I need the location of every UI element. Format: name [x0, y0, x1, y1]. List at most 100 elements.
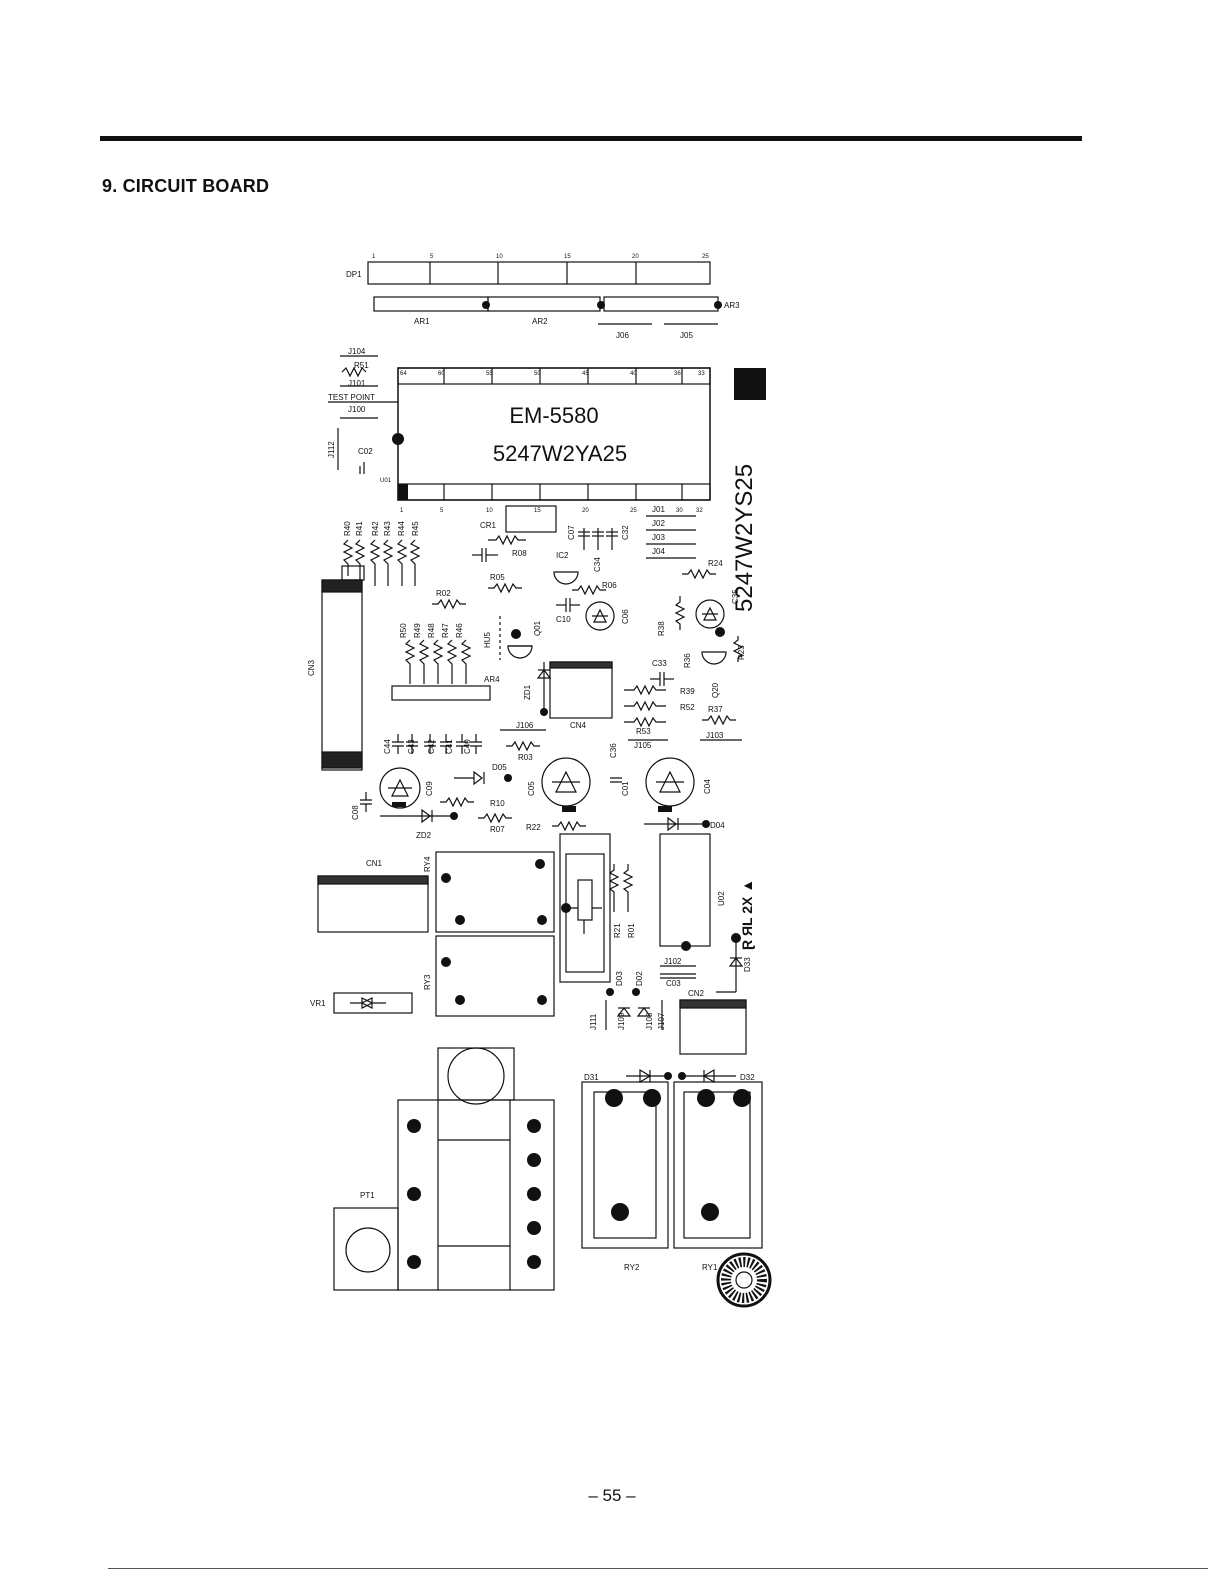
u01-label: U01 — [380, 478, 392, 484]
chip-pin-label: 45 — [582, 371, 589, 377]
r08-label: R08 — [512, 549, 527, 558]
r45-label: R45 — [411, 521, 420, 536]
header-rule — [100, 136, 1082, 141]
r40-label: R40 — [343, 521, 352, 536]
cn3-label: CN3 — [307, 659, 316, 676]
c42-label: C42 — [427, 739, 436, 754]
c01-label: C01 — [621, 781, 630, 796]
j105-label: J105 — [634, 741, 652, 750]
q20-label: Q20 — [711, 682, 720, 698]
c32-label: C32 — [621, 525, 630, 540]
r36-label: R36 — [683, 653, 692, 668]
j111-label: J111 — [589, 1013, 598, 1030]
board-code: 5247W2YS25 — [731, 464, 758, 612]
r01-label: R01 — [627, 923, 636, 938]
r44-label: R44 — [397, 521, 406, 536]
cn4-label: CN4 — [570, 721, 587, 730]
j03-label: J03 — [652, 533, 665, 542]
ar2-label: AR2 — [532, 317, 548, 326]
c09-label: C09 — [425, 781, 434, 796]
test-point-label: TEST POINT — [328, 393, 375, 402]
r50-label: R50 — [399, 623, 408, 638]
cr1-label: CR1 — [480, 521, 497, 530]
resistor-bank-r40-r45 — [342, 539, 421, 586]
chip-pin-label: 15 — [534, 508, 541, 514]
ry2-label: RY2 — [624, 1263, 640, 1272]
r48-label: R48 — [427, 623, 436, 638]
chip-pin-label: 25 — [630, 508, 637, 514]
j05-label: J05 — [680, 331, 693, 340]
ar3-label: AR3 — [724, 301, 740, 310]
chip-pin-dividers — [443, 368, 683, 500]
r38-label: R38 — [657, 621, 666, 636]
resistor-arrays — [373, 296, 719, 312]
c07-label: C07 — [567, 525, 576, 540]
c33-label: C33 — [652, 659, 667, 668]
r53-label: R53 — [636, 727, 651, 736]
dp1-pin-label: 1 — [372, 254, 376, 260]
section-heading: 9. CIRCUIT BOARD — [102, 176, 270, 196]
ar1-label: AR1 — [414, 317, 430, 326]
chip-pin-label: 10 — [486, 508, 493, 514]
j103-label: J103 — [706, 731, 724, 740]
d33-label: D33 — [743, 957, 752, 972]
dp1-pin-label: 20 — [632, 254, 639, 260]
chip-pin-label: 33 — [698, 371, 705, 377]
c40-label: C40 — [463, 739, 472, 754]
chip-code: 5247W2YA25 — [493, 441, 627, 466]
chip-pin-label: 20 — [582, 508, 589, 514]
c05-label: C05 — [527, 781, 536, 796]
chip-pin-label: 1 — [400, 508, 404, 514]
c36-label: C36 — [609, 743, 618, 758]
chip-pin-label: 40 — [630, 371, 637, 377]
zd2-label: ZD2 — [416, 831, 432, 840]
c03-label: C03 — [666, 979, 681, 988]
r47-label: R47 — [441, 623, 450, 638]
c44-label: C44 — [383, 739, 392, 754]
chip-pin-label: 36 — [674, 371, 681, 377]
page-number: – 55 – — [588, 1486, 636, 1505]
r46-label: R46 — [455, 623, 464, 638]
footer-rule — [108, 1568, 1208, 1569]
resistor-bank-r46-r50 — [404, 639, 472, 684]
c35-label: C35 — [731, 589, 740, 604]
d31-label: D31 — [584, 1073, 599, 1082]
r49-label: R49 — [413, 623, 422, 638]
c34-label: C34 — [593, 557, 602, 572]
r42-label: R42 — [371, 521, 380, 536]
u02-label: U02 — [717, 891, 726, 906]
cn3-connector — [321, 565, 365, 771]
chip-pin-label: 60 — [438, 371, 445, 377]
pt1-label: PT1 — [360, 1191, 375, 1200]
r23-label: R23 — [737, 645, 746, 660]
j102-label: J102 — [664, 957, 682, 966]
certification-mark: Ɽ ЯL 2X ▲ — [739, 879, 755, 950]
r22-label: R22 — [526, 823, 541, 832]
r05-label: R05 — [490, 573, 505, 582]
r43-label: R43 — [383, 521, 392, 536]
cn2-label: CN2 — [688, 989, 705, 998]
chip-pin-label: 5 — [440, 508, 444, 514]
hu5-label: HU5 — [483, 631, 492, 648]
dp1-pin-label: 5 — [430, 254, 434, 260]
ic2-label: IC2 — [556, 551, 569, 560]
chip-pin-label: 30 — [676, 508, 683, 514]
r10-label: R10 — [490, 799, 505, 808]
d02-label: D02 — [635, 971, 644, 986]
chip-part-number: EM-5580 — [509, 403, 598, 428]
j109-label: J109 — [617, 1012, 626, 1030]
c41-label: C41 — [445, 739, 454, 754]
j06-label: J06 — [616, 331, 629, 340]
j104-label: J104 — [348, 347, 366, 356]
dp1-pin-label: 10 — [496, 254, 503, 260]
c02-label: C02 — [358, 447, 373, 456]
c43-label: C43 — [407, 739, 416, 754]
qr-pattern-icon — [734, 368, 766, 400]
r39-label: R39 — [680, 687, 695, 696]
r07-label: R07 — [490, 825, 505, 834]
r52-label: R52 — [680, 703, 695, 712]
capacitor-row-c40-c44 — [392, 734, 482, 754]
u01-chip — [397, 367, 711, 501]
q01-label: Q01 — [533, 620, 542, 636]
